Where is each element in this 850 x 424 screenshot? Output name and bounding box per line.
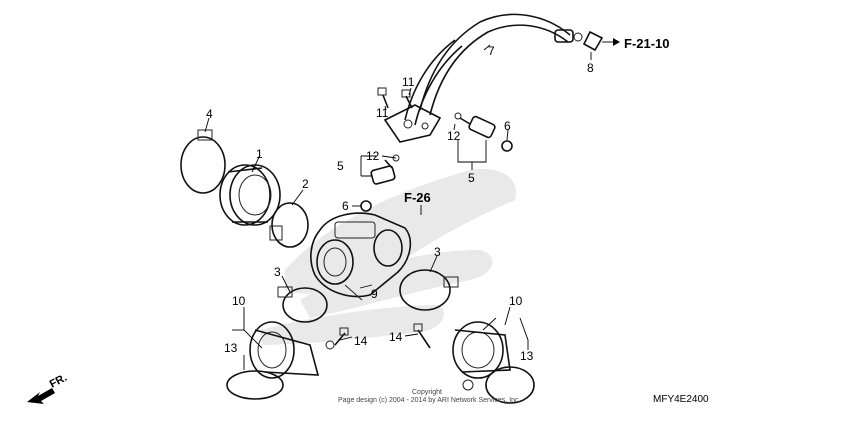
callout-3-left: 3	[274, 265, 281, 279]
copyright-label: Copyright	[412, 389, 442, 396]
callout-5-left: 5	[337, 159, 344, 173]
callout-11-lower: 11	[376, 106, 389, 120]
front-direction-label: FR.	[48, 372, 69, 391]
callout-7: 7	[488, 44, 495, 58]
ref-f-26[interactable]: F-26	[404, 190, 431, 205]
intake-joint-1	[219, 164, 281, 226]
hose-clip-8	[582, 30, 604, 52]
copyright-line: Page design (c) 2004 - 2014 by ARI Netwo…	[338, 397, 521, 404]
insulator-right	[452, 321, 511, 391]
bolt-11-lower	[377, 87, 389, 109]
band-3-right	[399, 269, 459, 311]
callout-8: 8	[587, 61, 594, 75]
callout-10-right: 10	[509, 294, 523, 308]
watermark-logo	[260, 169, 516, 345]
injector-left	[370, 154, 400, 185]
callout-9: 9	[371, 287, 378, 301]
callout-12-left: 12	[366, 149, 380, 163]
seal-6-right	[501, 140, 513, 152]
band-2	[269, 202, 309, 248]
callout-13-left: 13	[224, 341, 238, 355]
callout-14-right: 14	[389, 330, 403, 344]
front-direction-arrow	[27, 388, 55, 404]
callout-3-right: 3	[434, 245, 441, 259]
throttle-body	[310, 212, 412, 301]
oring-13-right	[485, 366, 535, 404]
callout-13-right: 13	[520, 349, 534, 363]
callout-2: 2	[302, 177, 309, 191]
insulator-left	[249, 321, 335, 379]
diagram-code: MFY4E2400	[653, 394, 709, 405]
bolt-14-left	[334, 327, 349, 346]
band-4	[180, 129, 226, 194]
callout-1: 1	[256, 147, 263, 161]
callout-6-left: 6	[342, 199, 349, 213]
band-3-left	[277, 286, 328, 323]
ref-f-21-10[interactable]: F-21-10	[624, 36, 670, 51]
rail-bracket	[383, 104, 442, 143]
oring-13-left	[226, 370, 284, 400]
callout-12-right: 12	[447, 129, 461, 143]
bolt-14-right	[413, 323, 431, 349]
bolt-11-upper	[401, 89, 413, 109]
callout-5-right: 5	[468, 171, 475, 185]
callout-14-left: 14	[354, 334, 368, 348]
injector-right	[454, 112, 496, 139]
callout-4: 4	[206, 107, 213, 121]
fuel-hose	[404, 13, 583, 126]
leader-lines	[204, 38, 620, 370]
callout-6-right: 6	[504, 119, 511, 133]
seal-6-left	[360, 200, 372, 212]
callout-10-left: 10	[232, 294, 246, 308]
callout-11-upper: 11	[402, 75, 415, 89]
